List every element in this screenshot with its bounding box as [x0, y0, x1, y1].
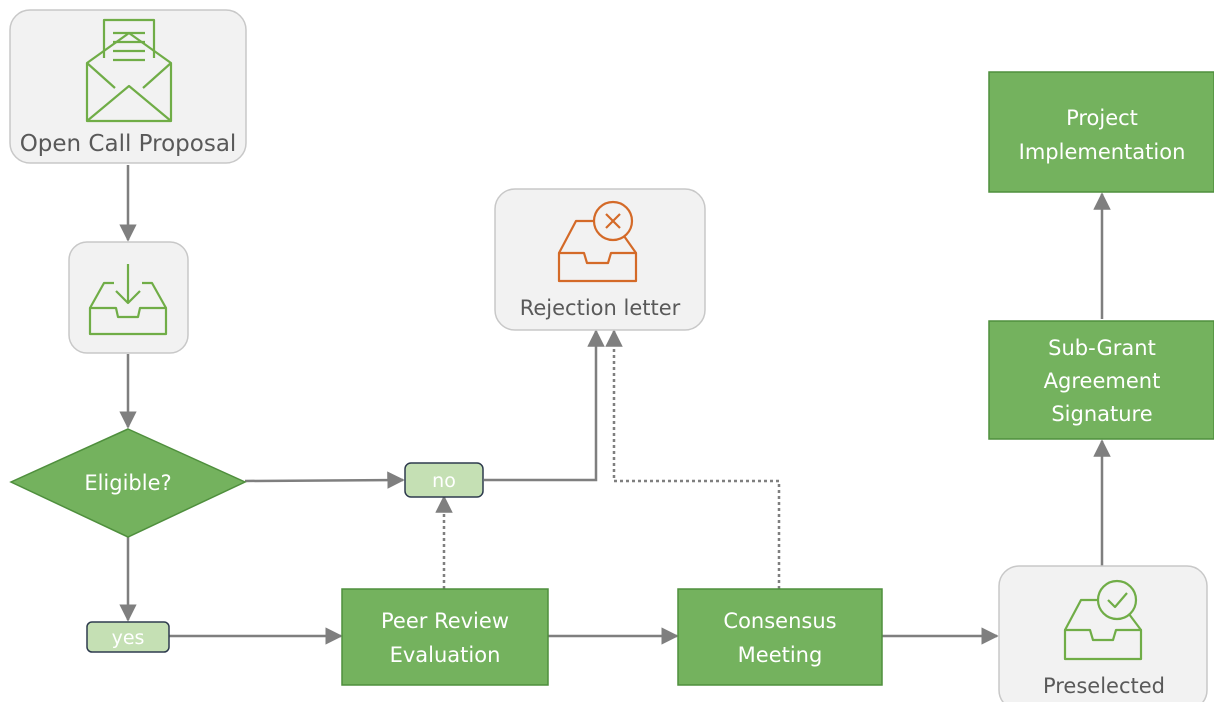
sub-grant-label-line1: Sub-Grant	[1048, 336, 1156, 360]
arrow-no-to-rejection	[484, 329, 605, 482]
envelope-letter-icon	[85, 18, 173, 123]
sub-grant-node: Sub-Grant Agreement Signature	[988, 320, 1214, 440]
preselected-label: Preselected	[1043, 674, 1165, 698]
peer-review-label-line1: Peer Review	[381, 609, 509, 633]
sub-grant-label-line2: Agreement	[1044, 369, 1161, 393]
consensus-label-line1: Consensus	[723, 609, 836, 633]
dotted-arrow-consensus-to-rejection	[605, 329, 781, 589]
no-tag: no	[404, 462, 484, 498]
peer-review-label-line2: Evaluation	[390, 643, 501, 667]
project-label-line2: Implementation	[1019, 140, 1186, 164]
rejection-node: Rejection letter	[494, 188, 706, 331]
inbox-approved-icon	[1063, 579, 1143, 661]
connectors	[119, 165, 1111, 645]
eligible-label: Eligible?	[84, 471, 171, 495]
consensus-node: Consensus Meeting	[677, 588, 883, 686]
inbox-download-icon	[88, 264, 168, 336]
rejection-label: Rejection letter	[520, 296, 681, 320]
consensus-label-line2: Meeting	[738, 643, 823, 667]
open-call-node: Open Call Proposal	[9, 9, 247, 164]
submission-node	[68, 241, 189, 354]
open-call-label: Open Call Proposal	[20, 131, 237, 157]
inbox-rejected-icon	[557, 200, 638, 283]
yes-tag: yes	[86, 621, 170, 653]
arrow-eligible-to-no	[244, 471, 405, 489]
peer-review-node: Peer Review Evaluation	[341, 588, 549, 686]
project-node: Project Implementation	[988, 71, 1214, 193]
sub-grant-label-line3: Signature	[1051, 402, 1152, 426]
eligible-decision: Eligible?	[9, 428, 247, 538]
yes-label: yes	[112, 627, 145, 649]
project-label-line1: Project	[1066, 106, 1138, 130]
preselected-node: Preselected	[998, 565, 1208, 702]
no-label: no	[432, 470, 456, 492]
